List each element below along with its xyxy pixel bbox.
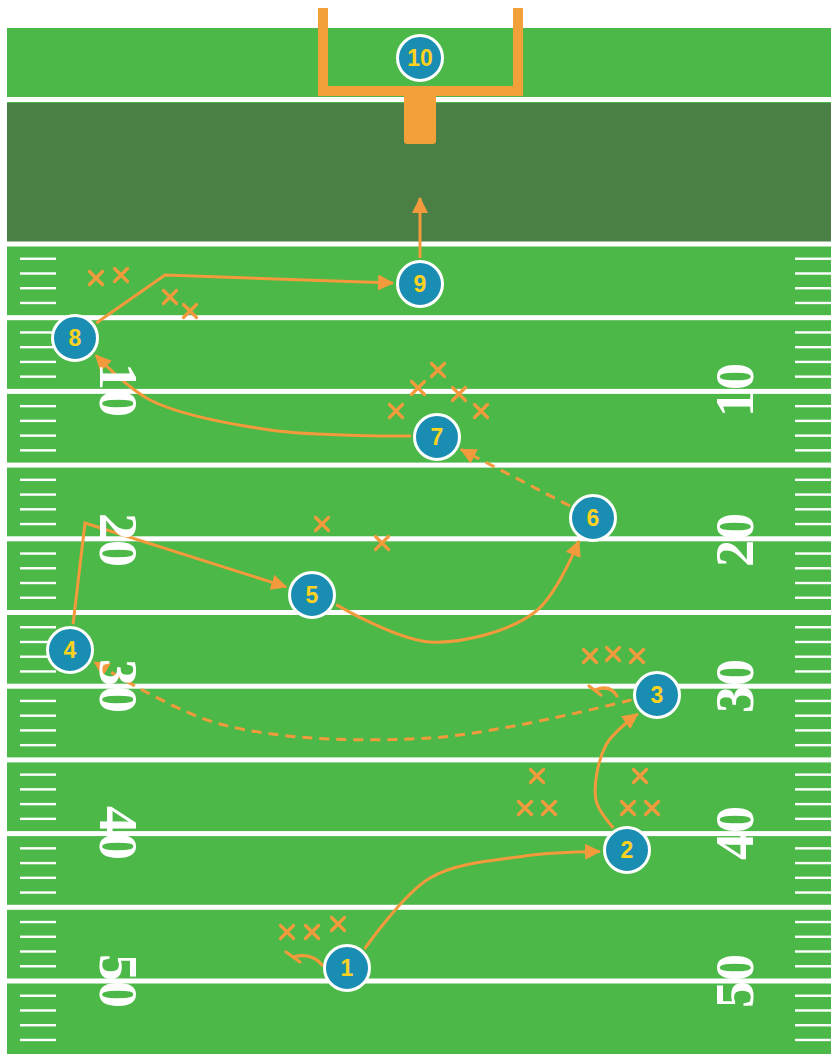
callout-number: 7 [431,426,444,449]
yard-number: 50 [708,954,762,1008]
play-step-circle: 3 [633,671,681,719]
field-ground [7,28,831,1054]
play-step-circle: 9 [396,260,444,308]
yard-number: 10 [708,363,762,417]
callout-number: 3 [651,684,664,707]
callout-number: 4 [64,639,77,662]
play-route-arrow [96,275,393,323]
play-step-circle: 1 [323,944,371,992]
callout-number: 6 [587,507,600,530]
play-route-arrow [419,198,422,258]
play-step-circle: 8 [51,314,99,362]
yard-number: 20 [708,513,762,567]
yard-lines [7,97,831,1041]
yard-number: 30 [708,659,762,713]
play-step-circle: 6 [569,494,617,542]
play-route-arrow [94,662,631,740]
goal-post [318,8,523,144]
play-route-arrow [595,714,638,828]
play-step-circle: 4 [46,626,94,674]
yard-number: 40 [91,806,145,860]
yard-number: 10 [91,363,145,417]
play-step-circle: 2 [603,826,651,874]
yard-number: 50 [91,954,145,1008]
callout-number: 5 [306,584,319,607]
play-step-circle: 10 [396,34,444,82]
play-step-circle: 5 [288,571,336,619]
play-route-arrow [336,541,579,642]
yard-number: 20 [91,513,145,567]
player-marks [90,269,659,966]
play-step-circle: 7 [413,413,461,461]
callout-number: 8 [69,327,82,350]
callout-number: 1 [341,957,354,980]
callout-number: 2 [621,839,634,862]
callout-number: 10 [407,47,433,70]
yard-number: 30 [91,659,145,713]
play-route-arrow [365,852,600,949]
callout-number: 9 [414,273,427,296]
yard-number: 40 [708,806,762,860]
play-route-arrow [461,449,570,506]
